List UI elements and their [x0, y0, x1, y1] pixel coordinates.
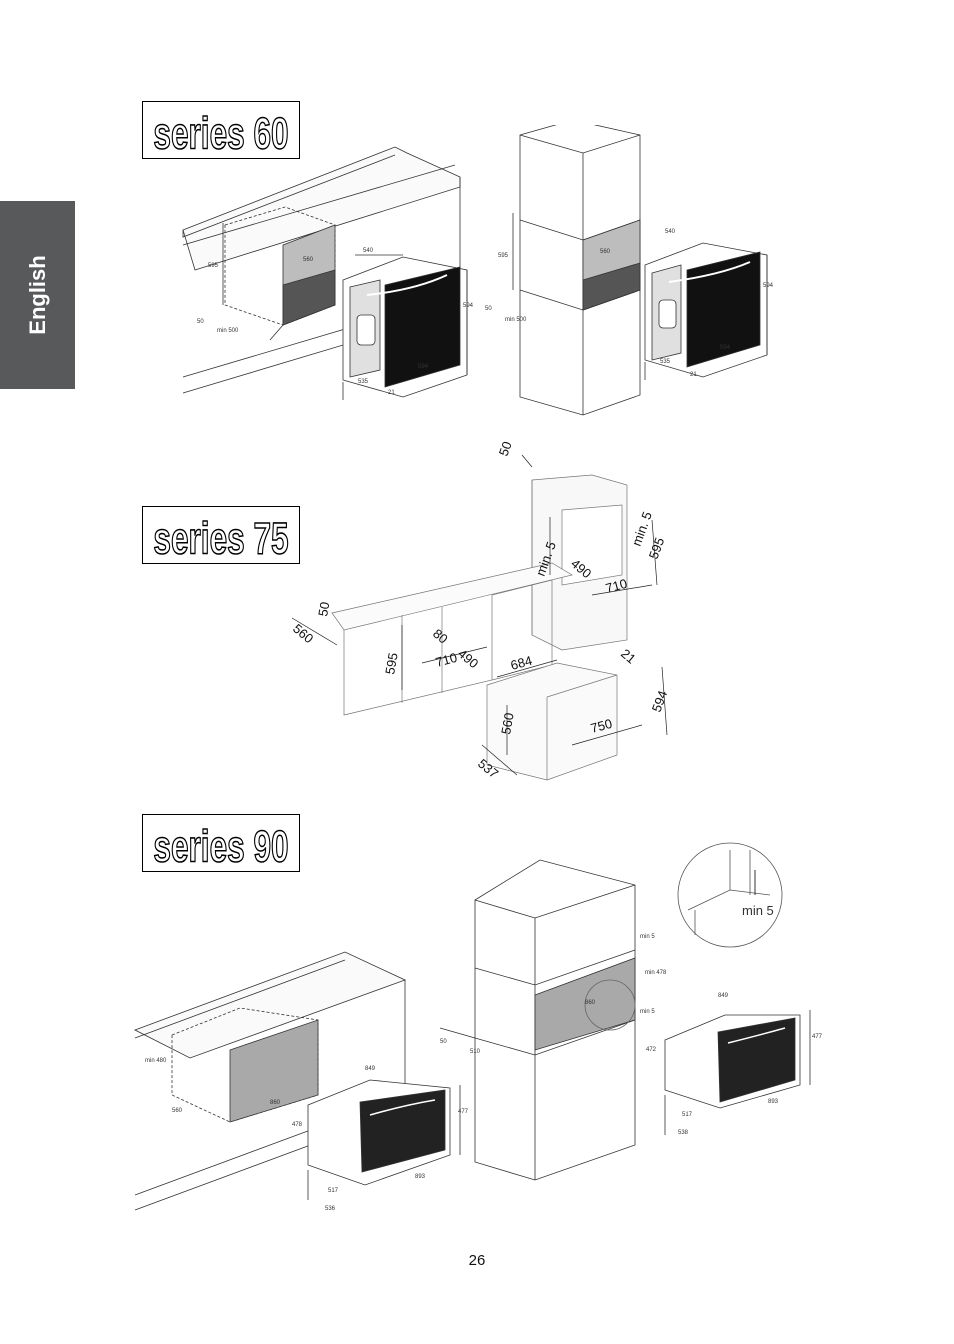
dim-595: 595: [208, 263, 219, 269]
series-90-title: series 90: [142, 814, 300, 872]
dim-472: 472: [646, 1047, 657, 1053]
dim-893-right: 893: [768, 1099, 779, 1105]
dim-860: 860: [270, 1100, 281, 1106]
page-number: 26: [468, 1252, 486, 1269]
dim-50: 50: [440, 1039, 447, 1045]
dim-860-column: 860: [585, 1000, 596, 1006]
series-60-logo: series 60: [153, 109, 290, 160]
dim-21-right: 21: [690, 372, 697, 378]
dim-595-right: 595: [498, 253, 509, 259]
series-75-installation-diagram: 50 min. 5 min. 5 595 490 710 50 560 595 …: [290, 439, 671, 781]
dim-710: 710: [434, 650, 459, 670]
dim-21: 21: [388, 390, 395, 396]
dim-594: 594: [649, 689, 671, 715]
dim-80: 80: [430, 626, 451, 647]
series-90-label: series 90: [153, 822, 288, 871]
dim-750: 750: [589, 716, 614, 736]
dim-517-right: 517: [682, 1112, 693, 1118]
dim-594: 594: [463, 303, 474, 309]
dim-540-right: 540: [665, 229, 676, 235]
dim-min-5-bottom: min 5: [640, 1009, 655, 1015]
series-90-installation-diagram: min 480 560 860 849 478 477 517 536 893 …: [134, 842, 823, 1212]
dim-536: 536: [325, 1206, 336, 1212]
dim-594-width-right: 594: [720, 345, 731, 351]
dim-50-right: 50: [485, 306, 492, 312]
language-label: English: [24, 255, 50, 335]
series-75-label: series 75: [153, 514, 288, 563]
dim-50-top: 50: [496, 439, 515, 458]
dim-560-height: 560: [498, 712, 517, 736]
dim-594-right: 594: [763, 283, 774, 289]
dim-535-right: 535: [660, 359, 671, 365]
dim-560-right: 560: [600, 249, 611, 255]
dim-477: 477: [458, 1109, 469, 1115]
series-60-installation-diagram: 595 560 50 min 500 540 594 535 594 21 59…: [182, 125, 774, 416]
dim-477-right: 477: [812, 1034, 823, 1040]
dim-684: 684: [509, 653, 534, 673]
dim-min-500-right: min 500: [505, 317, 527, 323]
dim-594-width: 594: [418, 364, 429, 370]
dim-710-top: 710: [604, 576, 629, 596]
detail-min-5: min 5: [742, 903, 774, 918]
dim-849: 849: [365, 1066, 376, 1072]
dim-510: 510: [470, 1049, 481, 1055]
series-60-label: series 60: [153, 109, 288, 158]
dim-595: 595: [382, 652, 401, 676]
dim-478: 478: [292, 1122, 303, 1128]
series-90-logo: series 90: [153, 822, 290, 873]
series-75-logo: series 75: [153, 514, 290, 565]
dim-min-480: min 480: [145, 1058, 167, 1064]
dim-535: 535: [358, 379, 369, 385]
series-75-title: series 75: [142, 506, 300, 564]
dim-540: 540: [363, 248, 374, 254]
dim-min-478: min 478: [645, 970, 667, 976]
dim-517: 517: [328, 1188, 339, 1194]
dim-560: 560: [290, 621, 316, 646]
dim-893: 893: [415, 1174, 426, 1180]
dim-560: 560: [172, 1108, 183, 1114]
dim-50: 50: [197, 319, 204, 325]
dim-595-top: 595: [646, 536, 668, 562]
dim-21: 21: [618, 646, 639, 667]
language-tab: English: [0, 201, 75, 389]
dim-560: 560: [303, 257, 314, 263]
dim-min-500: min 500: [217, 328, 239, 334]
dim-849-right: 849: [718, 993, 729, 999]
dim-50: 50: [315, 601, 332, 618]
series-60-title: series 60: [142, 101, 300, 159]
dim-min-5-top: min 5: [640, 934, 655, 940]
dim-538: 538: [678, 1130, 689, 1136]
